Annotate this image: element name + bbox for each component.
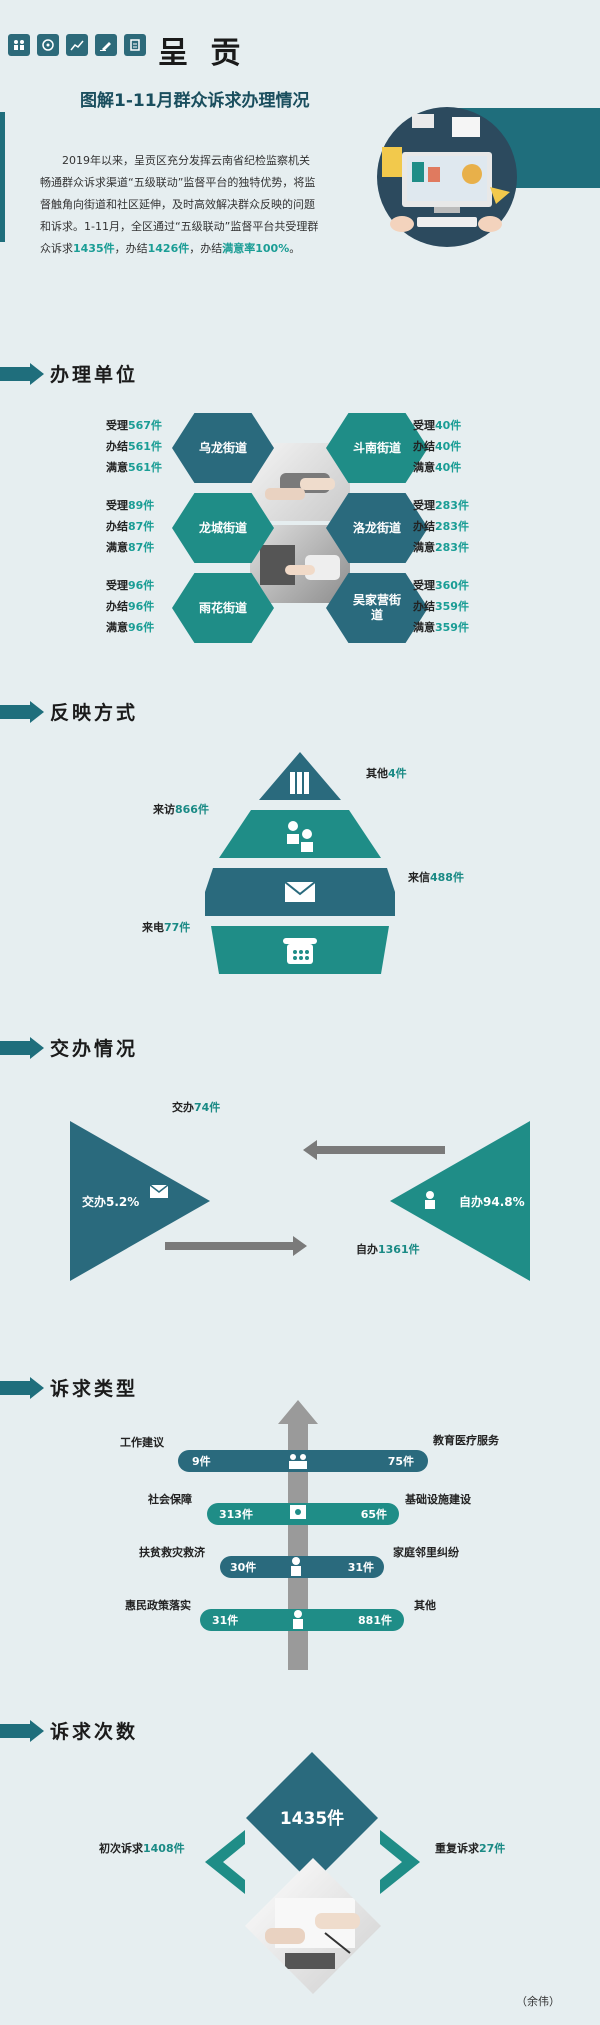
brand-title: 呈 贡 [158, 36, 247, 71]
type-right-label-3: 其他 [414, 1599, 436, 1612]
method-phone: 来电77件 [142, 921, 191, 934]
chevron-right-icon [380, 1830, 420, 1894]
unit-stats-3: 受理283件 办结283件 满意283件 [413, 499, 469, 554]
type-right-label-2: 家庭邻里纠纷 [393, 1546, 459, 1559]
repeat-count: 重复诉求27件 [435, 1842, 506, 1855]
assigned-pct: 交办5.2% [82, 1195, 140, 1209]
first-count: 初次诉求1408件 [99, 1842, 185, 1855]
workspace-illustration [377, 107, 517, 247]
method-visit: 来访866件 [153, 803, 209, 816]
count-total: 1435件 [279, 1809, 345, 1829]
self-count: 自办1361件 [356, 1243, 420, 1256]
unit-hex-4: 雨花街道 [172, 573, 274, 643]
arrow-right-icon [165, 1236, 307, 1256]
unit-stats-5: 受理360件 办结359件 满意359件 [413, 579, 469, 634]
author-credit: （余伟） [516, 1995, 560, 2008]
section-title-count: 诉求次数 [50, 1721, 139, 1743]
unit-stats-0: 受理567件 办结561件 满意561件 [106, 419, 162, 474]
self-pct: 自办94.8% [459, 1195, 525, 1209]
type-left-label-1: 社会保障 [148, 1493, 192, 1506]
type-left-label-0: 工作建议 [120, 1436, 164, 1449]
assigned-count: 交办74件 [172, 1101, 221, 1114]
section-arrow-icon [0, 1037, 44, 1059]
unit-hex-0: 乌龙街道 [172, 413, 274, 483]
section-arrow-icon [0, 1720, 44, 1742]
assigned-triangle [70, 1121, 210, 1281]
count-diamond [246, 1752, 378, 1884]
section-arrow-icon [0, 363, 44, 385]
chevron-left-icon [205, 1830, 245, 1894]
unit-stats-4: 受理96件 办结96件 满意96件 [106, 579, 155, 634]
type-icons [289, 1454, 307, 1629]
method-letter: 来信488件 [408, 871, 464, 884]
section-title-assign: 交办情况 [50, 1038, 139, 1060]
unit-hex-5: 吴家营街道 [326, 573, 428, 643]
people-icon [8, 34, 30, 56]
accent-bar [0, 112, 5, 242]
unit-hex-1: 斗南街道 [326, 413, 428, 483]
section-arrow-icon [0, 701, 44, 723]
header-icon-row [8, 34, 146, 56]
unit-hex-3: 洛龙街道 [326, 493, 428, 563]
type-left-label-3: 惠民政策落实 [125, 1599, 191, 1612]
arrow-left-icon [303, 1140, 445, 1160]
type-right-label-0: 教育医疗服务 [433, 1434, 499, 1447]
unit-stats-1: 受理40件 办结40件 满意40件 [413, 419, 462, 474]
chat-icon [37, 34, 59, 56]
edit-icon [95, 34, 117, 56]
page-title: 图解1-11月群众诉求办理情况 [80, 91, 310, 111]
section-arrow-icon [0, 1377, 44, 1399]
section-title-methods: 反映方式 [50, 702, 139, 724]
chart-icon [66, 34, 88, 56]
method-other: 其他4件 [366, 767, 407, 780]
methods-pyramid [205, 752, 395, 974]
section-title-types: 诉求类型 [50, 1378, 139, 1400]
self-triangle [390, 1121, 530, 1281]
type-left-label-2: 扶贫救灾救济 [139, 1546, 205, 1559]
type-right-label-1: 基础设施建设 [405, 1493, 471, 1506]
unit-hex-2: 龙城街道 [172, 493, 274, 563]
section-title-units: 办理单位 [50, 364, 139, 386]
unit-stats-2: 受理89件 办结87件 满意87件 [106, 499, 155, 554]
document-icon [124, 34, 146, 56]
intro-text: 2019年以来，呈贡区充分发挥云南省纪检监察机关畅通群众诉求渠道“五级联动”监督… [40, 154, 319, 255]
